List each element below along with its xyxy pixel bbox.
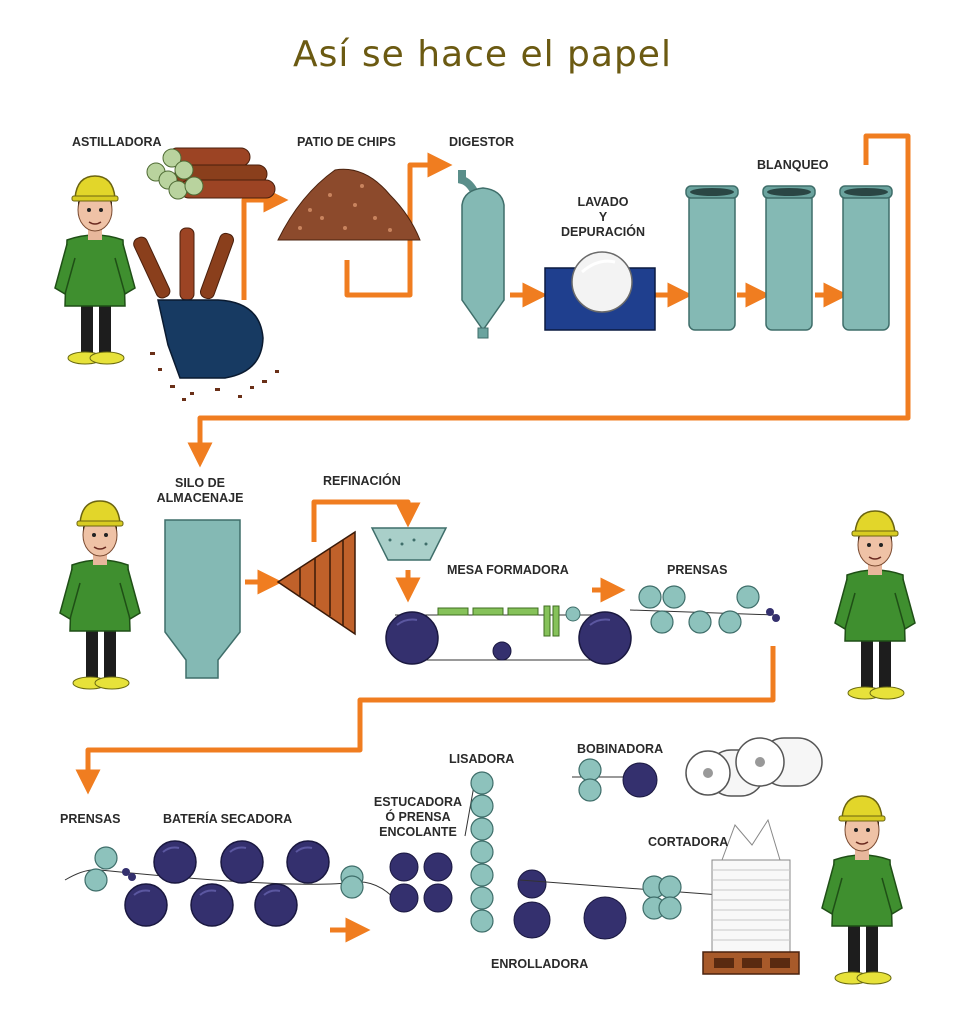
chipper-icon (133, 227, 279, 401)
label-silo: SILO DE ALMACENAJE (150, 476, 250, 506)
label-lisadora: LISADORA (449, 752, 515, 766)
label-lavado-line3: DEPURACIÓN (560, 225, 646, 239)
label-estucadora-line2: Ó PRENSA (385, 810, 451, 824)
label-refinacion: REFINACIÓN (323, 474, 401, 488)
label-lavado: LAVADO Y DEPURACIÓN (548, 195, 658, 240)
worker-icon (821, 795, 903, 985)
washer-icon (544, 251, 656, 331)
paper-stack-icon (711, 818, 791, 953)
roller-icon (385, 585, 780, 665)
label-bateria-secadora: BATERÍA SECADORA (163, 812, 293, 826)
worker-icon (59, 500, 141, 690)
worker-icon (834, 510, 916, 700)
label-estucadora-line3: ENCOLANTE (379, 825, 457, 839)
worker-icon (54, 175, 136, 365)
label-digestor: DIGESTOR (449, 135, 515, 149)
label-astilladora: ASTILLADORA (72, 135, 162, 149)
refiner-cone-icon (276, 530, 356, 636)
label-mesa-formadora: MESA FORMADORA (447, 563, 569, 577)
label-bobinadora: BOBINADORA (577, 742, 664, 756)
page-title: Así se hace el papel (293, 34, 672, 75)
label-patio-chips: PATIO DE CHIPS (297, 135, 396, 149)
paper-roll-icon (685, 737, 823, 797)
headbox-icon (370, 527, 448, 561)
label-silo-line1: SILO DE (174, 476, 225, 490)
label-cortadora: CORTADORA (648, 835, 729, 849)
roller-icon (64, 758, 721, 940)
digester-tank-icon (458, 170, 505, 339)
bleach-tank-icon (685, 185, 893, 331)
label-prensas-row3: PRENSAS (60, 812, 121, 826)
chip-pile-icon (277, 168, 421, 241)
label-lavado-line2: Y (598, 210, 608, 224)
label-silo-line2: ALMACENAJE (156, 491, 244, 505)
silo-icon (164, 519, 241, 679)
flow-arrow-icon (75, 133, 911, 943)
label-enrolladora: ENROLLADORA (491, 957, 589, 971)
log-icon (146, 147, 276, 200)
label-estucadora: ESTUCADORA Ó PRENSA ENCOLANTE (368, 795, 468, 840)
label-prensas-row2: PRENSAS (667, 563, 728, 577)
label-estucadora-line1: ESTUCADORA (373, 795, 463, 809)
pallet-icon (702, 951, 800, 975)
label-blanqueo: BLANQUEO (757, 158, 829, 172)
label-lavado-line1: LAVADO (577, 195, 629, 209)
